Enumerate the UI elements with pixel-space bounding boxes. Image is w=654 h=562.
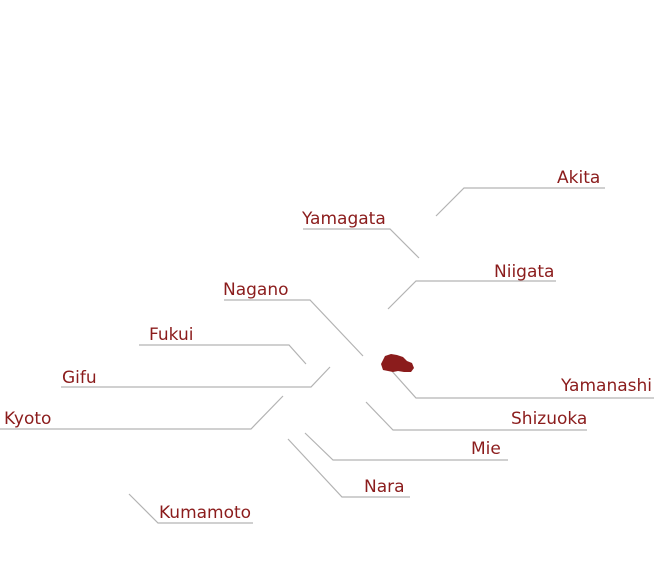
leader-line-kumamoto [128,493,253,524]
label-nara: Nara [364,477,405,497]
label-nagano: Nagano [223,280,289,300]
label-niigata: Niigata [494,262,555,282]
leader-line-kyoto [0,395,284,430]
label-mie: Mie [471,439,501,459]
leader-line-nara [287,438,410,498]
leader-line-mie [304,432,508,461]
leader-line-gifu [61,366,331,388]
label-shizuoka: Shizuoka [511,409,588,429]
leader-line-akita [435,187,605,217]
label-fukui: Fukui [149,325,194,345]
label-gifu: Gifu [62,368,97,388]
leader-line-nagano [224,299,364,357]
label-yamagata: Yamagata [302,209,386,229]
leader-line-shizuoka [365,401,587,431]
highlighted-region-yamanashi [381,354,414,372]
label-yamanashi: Yamanashi [561,376,652,396]
leader-line-yamanashi [389,368,654,399]
leader-line-fukui [139,344,307,365]
label-kyoto: Kyoto [4,409,52,429]
label-akita: Akita [557,168,601,188]
label-kumamoto: Kumamoto [159,503,252,523]
leader-line-niigata [387,280,556,310]
leader-line-yamagata [303,228,420,259]
